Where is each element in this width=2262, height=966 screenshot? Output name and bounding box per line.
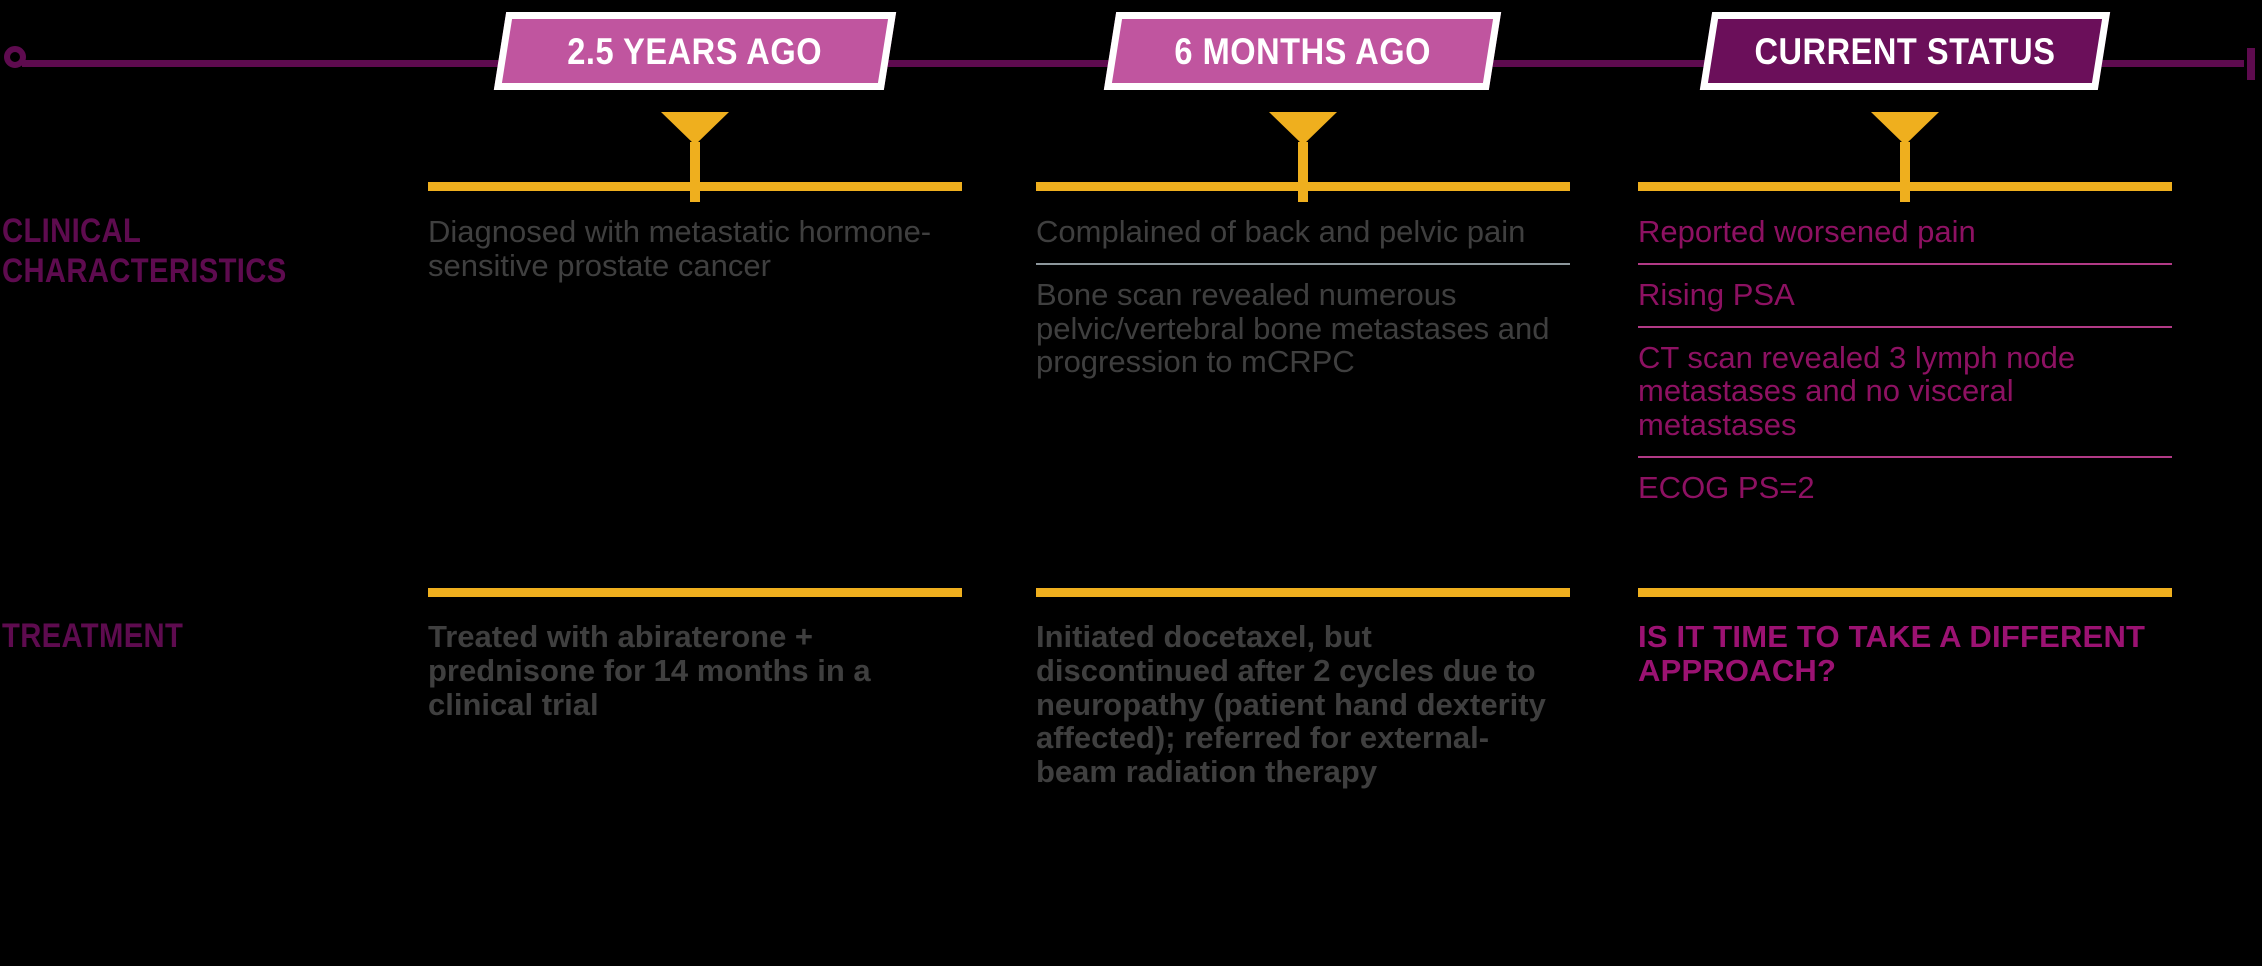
- row1-rule-col2: [1036, 182, 1570, 191]
- milestone-badge-1-label: 2.5 YEARS AGO: [567, 30, 823, 72]
- item-separator: [1638, 455, 2172, 458]
- cell-treatment-col1: Treated with abiraterone + prednisone fo…: [428, 620, 962, 721]
- list-item: Rising PSA: [1638, 276, 1795, 312]
- item-separator: [1638, 325, 2172, 328]
- milestone-badge-1[interactable]: 2.5 YEARS AGO: [493, 12, 897, 90]
- connector-stem: [1900, 142, 1910, 202]
- list-item: Bone scan revealed numerous pelvic/verte…: [1036, 276, 1550, 380]
- row2-rule-col1: [428, 588, 962, 597]
- row2-rule-col2: [1036, 588, 1570, 597]
- list-item: Reported worsened pain: [1638, 214, 1976, 249]
- triangle-down-icon: [661, 112, 729, 145]
- timeline-start-circle-icon: [4, 46, 26, 68]
- cell-treatment-col2: Initiated docetaxel, but discontinued af…: [1036, 620, 1570, 789]
- item-separator: [1638, 262, 2172, 265]
- connector-stem: [1298, 142, 1308, 202]
- list-item: CT scan revealed 3 lymph node metastases…: [1638, 339, 2076, 443]
- triangle-down-icon: [1871, 112, 1939, 145]
- connector-stem: [690, 142, 700, 202]
- row-label-clinical-characteristics: CLINICAL CHARACTERISTICS: [2, 212, 287, 290]
- row1-rule-col1: [428, 182, 962, 191]
- list-item: Initiated docetaxel, but discontinued af…: [1036, 619, 1546, 790]
- list-item: Treated with abiraterone + prednisone fo…: [428, 619, 871, 722]
- item-separator: [1036, 262, 1570, 265]
- milestone-badge-2-label: 6 MONTHS AGO: [1174, 30, 1431, 72]
- cell-clinical-col1: Diagnosed with metastatic hormone-sensit…: [428, 215, 962, 283]
- list-item: ECOG PS=2: [1638, 469, 1815, 505]
- milestone-badge-2[interactable]: 6 MONTHS AGO: [1103, 12, 1502, 90]
- list-item: IS IT TIME TO TAKE A DIFFERENT APPROACH?: [1638, 619, 2146, 688]
- row2-rule-col3: [1638, 588, 2172, 597]
- list-item: Complained of back and pelvic pain: [1036, 214, 1526, 249]
- list-item: Diagnosed with metastatic hormone-sensit…: [428, 214, 932, 283]
- row-label-treatment: TREATMENT: [2, 617, 184, 655]
- row1-rule-col3: [1638, 182, 2172, 191]
- milestone-badge-3[interactable]: CURRENT STATUS: [1699, 12, 2111, 90]
- triangle-down-icon: [1269, 112, 1337, 145]
- timeline-end-tick-icon: [2247, 48, 2255, 80]
- cell-treatment-col3: IS IT TIME TO TAKE A DIFFERENT APPROACH?: [1638, 620, 2172, 688]
- milestone-badge-3-label: CURRENT STATUS: [1754, 30, 2056, 72]
